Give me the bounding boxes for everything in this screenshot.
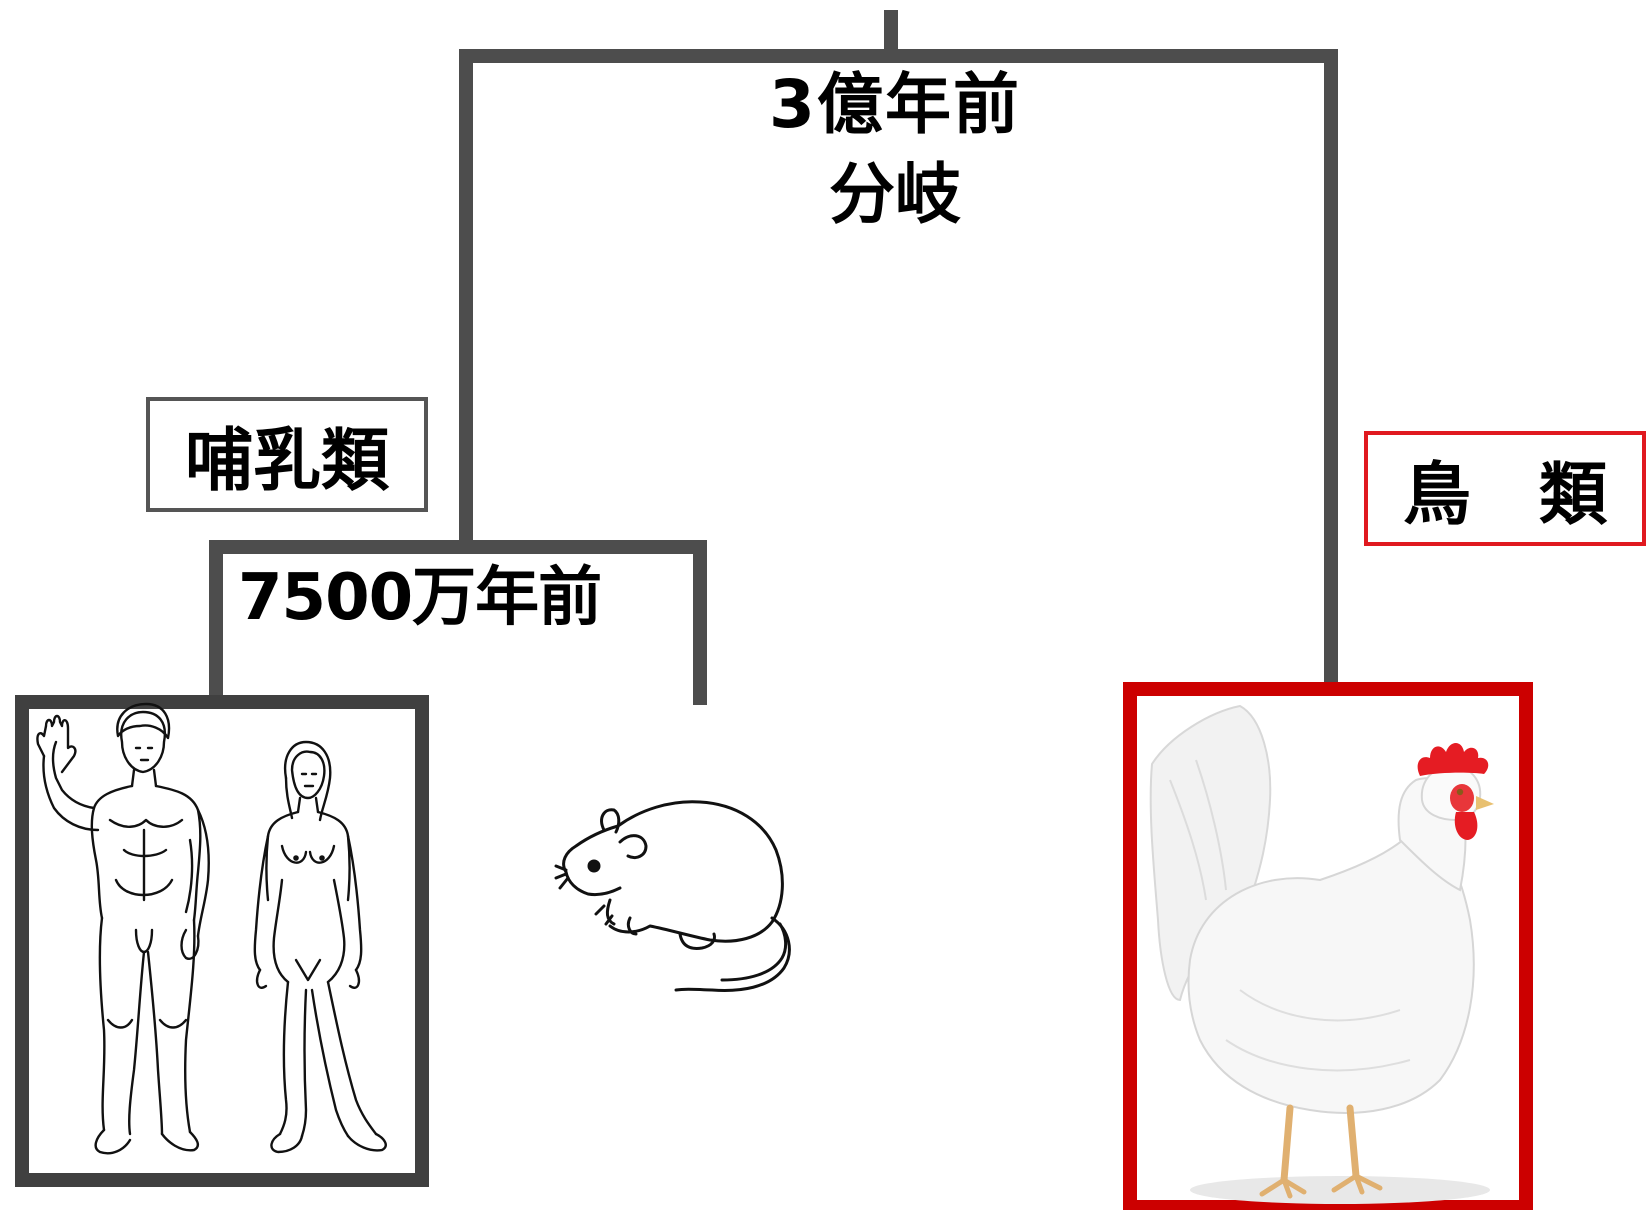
chicken-figure-icon: [1149, 704, 1494, 1204]
birds-label-char1: 鳥: [1402, 456, 1471, 535]
root-split-time-label: 3億年前: [769, 66, 1021, 143]
mouse-figure-icon: [554, 800, 791, 992]
human-female-figure-icon: [253, 740, 387, 1154]
mammal-split-time-label: 7500万年前: [238, 561, 602, 635]
human-male-figure-icon: [36, 702, 210, 1155]
mammals-label-box: 哺乳類: [146, 397, 428, 512]
mammal-bracket: [209, 540, 707, 705]
mammals-label: 哺乳類: [184, 422, 389, 501]
root-bracket: [459, 49, 1338, 686]
birds-label-box: 鳥 類: [1364, 431, 1646, 546]
birds-label-char2: 類: [1539, 456, 1608, 535]
root-split-caption-label: 分岐: [829, 156, 961, 233]
